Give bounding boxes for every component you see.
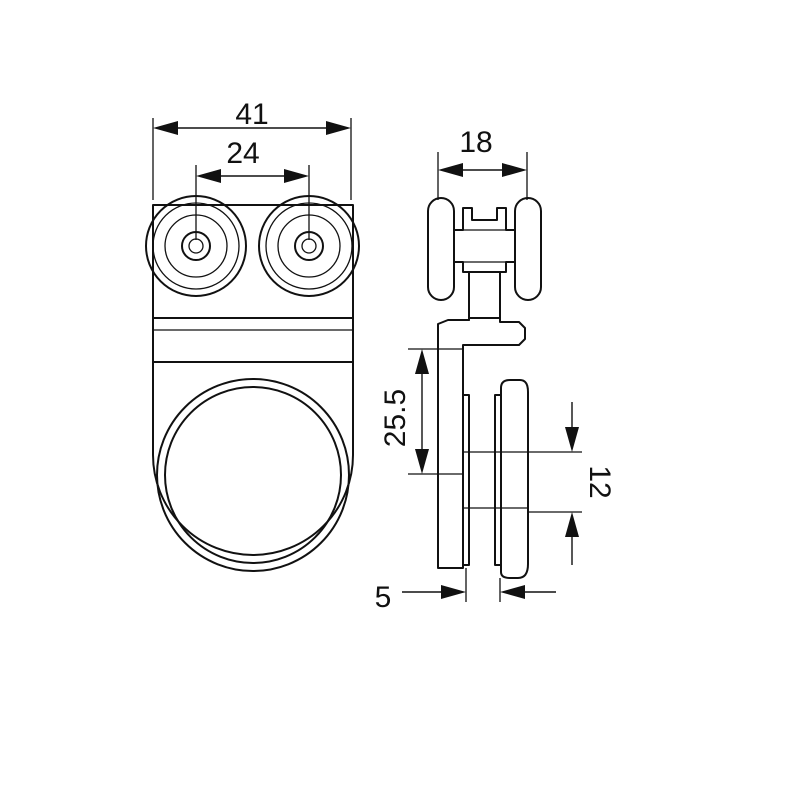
side-neck (468, 271, 501, 321)
dim-side-width: 18 (437, 126, 528, 200)
dim-label-12: 12 (583, 465, 616, 498)
dim-label-5: 5 (375, 581, 392, 614)
side-axle-hub (453, 207, 516, 231)
side-clamp-pad (462, 394, 470, 566)
dim-plate-height: 25.5 (379, 348, 463, 475)
dim-overall-width: 41 (152, 98, 352, 200)
dim-plate-thickness: 5 (375, 568, 556, 614)
dim-wheel-spacing: 24 (195, 137, 310, 240)
side-axle-lower (453, 261, 516, 273)
dim-label-24: 24 (226, 137, 259, 170)
side-clamp-disc (494, 379, 529, 579)
front-view: 41 24 (145, 98, 360, 572)
round-clamp-disc (156, 378, 350, 572)
side-right-wheel (514, 197, 542, 301)
dim-label-25-5: 25.5 (379, 389, 412, 447)
side-left-wheel (427, 197, 455, 301)
dim-glass-clamp: 12 (528, 402, 616, 565)
dim-label-41: 41 (235, 98, 268, 131)
side-view: 18 25.5 12 5 (375, 126, 616, 614)
dim-label-18: 18 (459, 126, 492, 159)
side-bracket-plate (437, 317, 526, 569)
